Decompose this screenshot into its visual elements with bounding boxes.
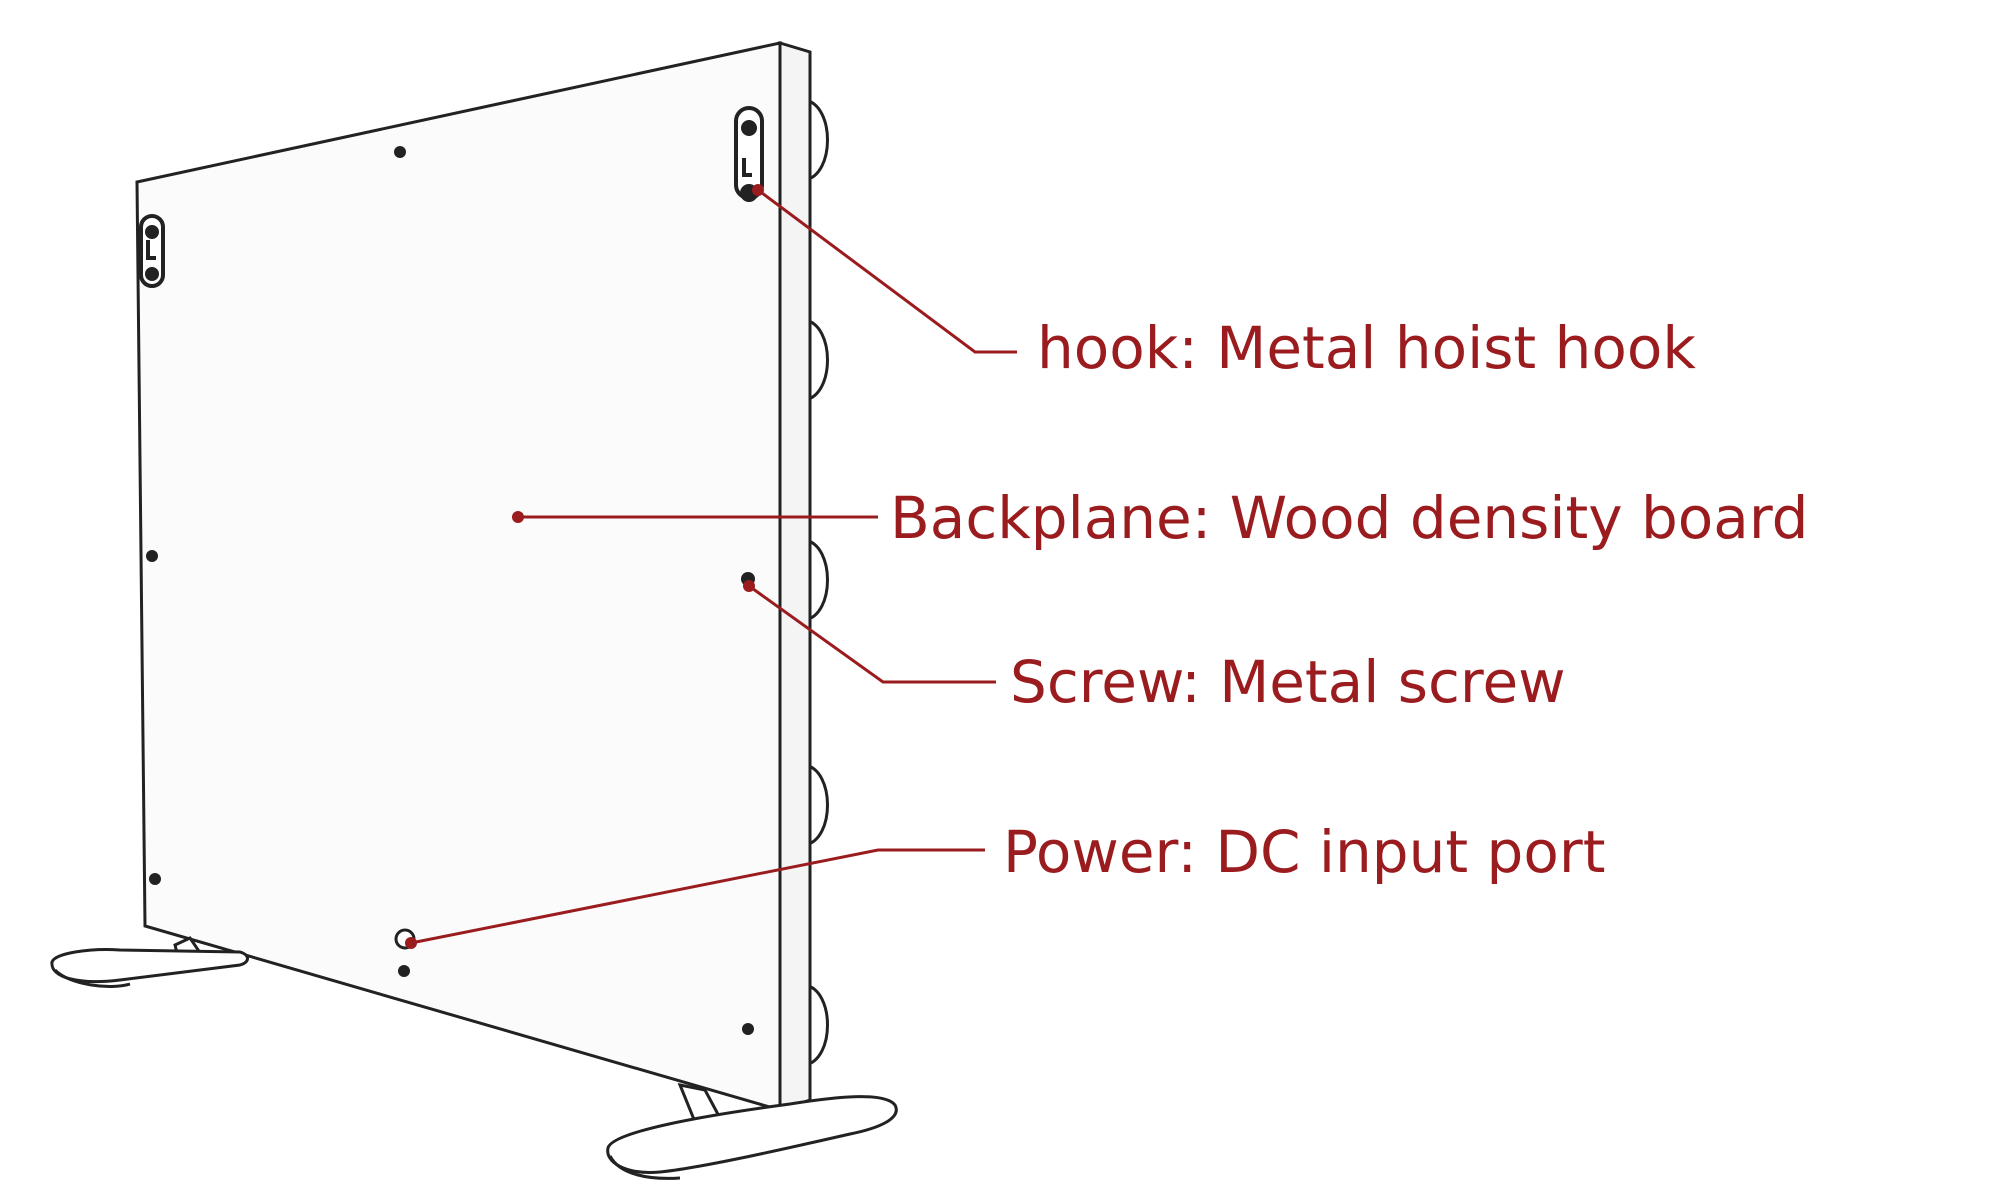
right-foot	[606, 1082, 898, 1180]
panel-side-edge	[778, 40, 812, 1113]
backplane-panel	[135, 41, 782, 1112]
callout-leaders	[405, 184, 1017, 949]
screw-holes	[146, 146, 755, 1035]
power-leader-dot	[405, 937, 417, 949]
left-foot	[50, 936, 249, 988]
left-foot-base	[50, 948, 249, 984]
hook-icon	[139, 214, 165, 288]
right-foot-base-lower	[608, 1155, 681, 1180]
right-foot-base	[606, 1095, 898, 1174]
left-foot-base-lower	[53, 968, 131, 988]
screw-leader	[748, 584, 996, 684]
hook-icon	[734, 106, 764, 202]
screw-hole	[149, 873, 161, 885]
screw-hole	[742, 1023, 754, 1035]
backplane-leader-dot	[512, 511, 524, 523]
hook-leader	[757, 188, 1017, 354]
screw-hole	[146, 550, 158, 562]
power-leader	[410, 848, 985, 945]
callout-hook-label: hook: Metal hoist hook	[1037, 314, 1696, 382]
screw-hole	[394, 146, 406, 158]
screw-leader-dot	[743, 580, 755, 592]
callout-screw-label: Screw: Metal screw	[1010, 648, 1566, 716]
screw-hole	[398, 965, 410, 977]
callout-power-label: Power: DC input port	[1003, 818, 1605, 886]
callout-backplane-label: Backplane: Wood density board	[890, 484, 1808, 552]
hook-leader-dot	[752, 184, 764, 196]
